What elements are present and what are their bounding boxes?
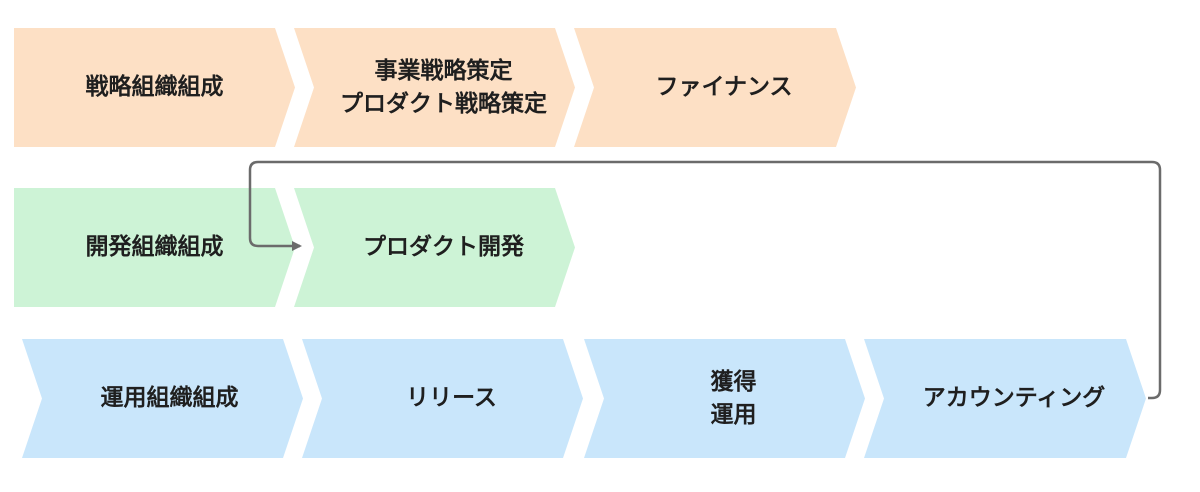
step-label: プロダクト開発	[363, 234, 524, 260]
step-label: 運用組織組成	[100, 385, 239, 411]
step-label: アカウンティング	[922, 385, 1106, 411]
step-acquire-operate: 獲得 運用	[584, 339, 865, 458]
step-label: 開発組織組成	[85, 234, 224, 260]
step-release: リリース	[302, 339, 583, 458]
step-strategy-org-formation: 戦略組織組成	[14, 28, 295, 147]
step-label: リリース	[406, 385, 497, 411]
step-label: 事業戦略策定 プロダクト戦略策定	[340, 57, 547, 117]
step-label: 獲得 運用	[710, 368, 757, 428]
step-product-development: プロダクト開発	[294, 188, 575, 307]
step-finance: ファイナンス	[574, 28, 856, 147]
step-ops-org-formation: 運用組織組成	[22, 339, 303, 458]
step-accounting: アカウンティング	[864, 339, 1146, 458]
step-label: 戦略組織組成	[85, 74, 224, 100]
step-label: ファイナンス	[655, 74, 793, 100]
step-business-product-strategy: 事業戦略策定 プロダクト戦略策定	[294, 28, 575, 147]
step-dev-org-formation: 開発組織組成	[14, 188, 295, 307]
